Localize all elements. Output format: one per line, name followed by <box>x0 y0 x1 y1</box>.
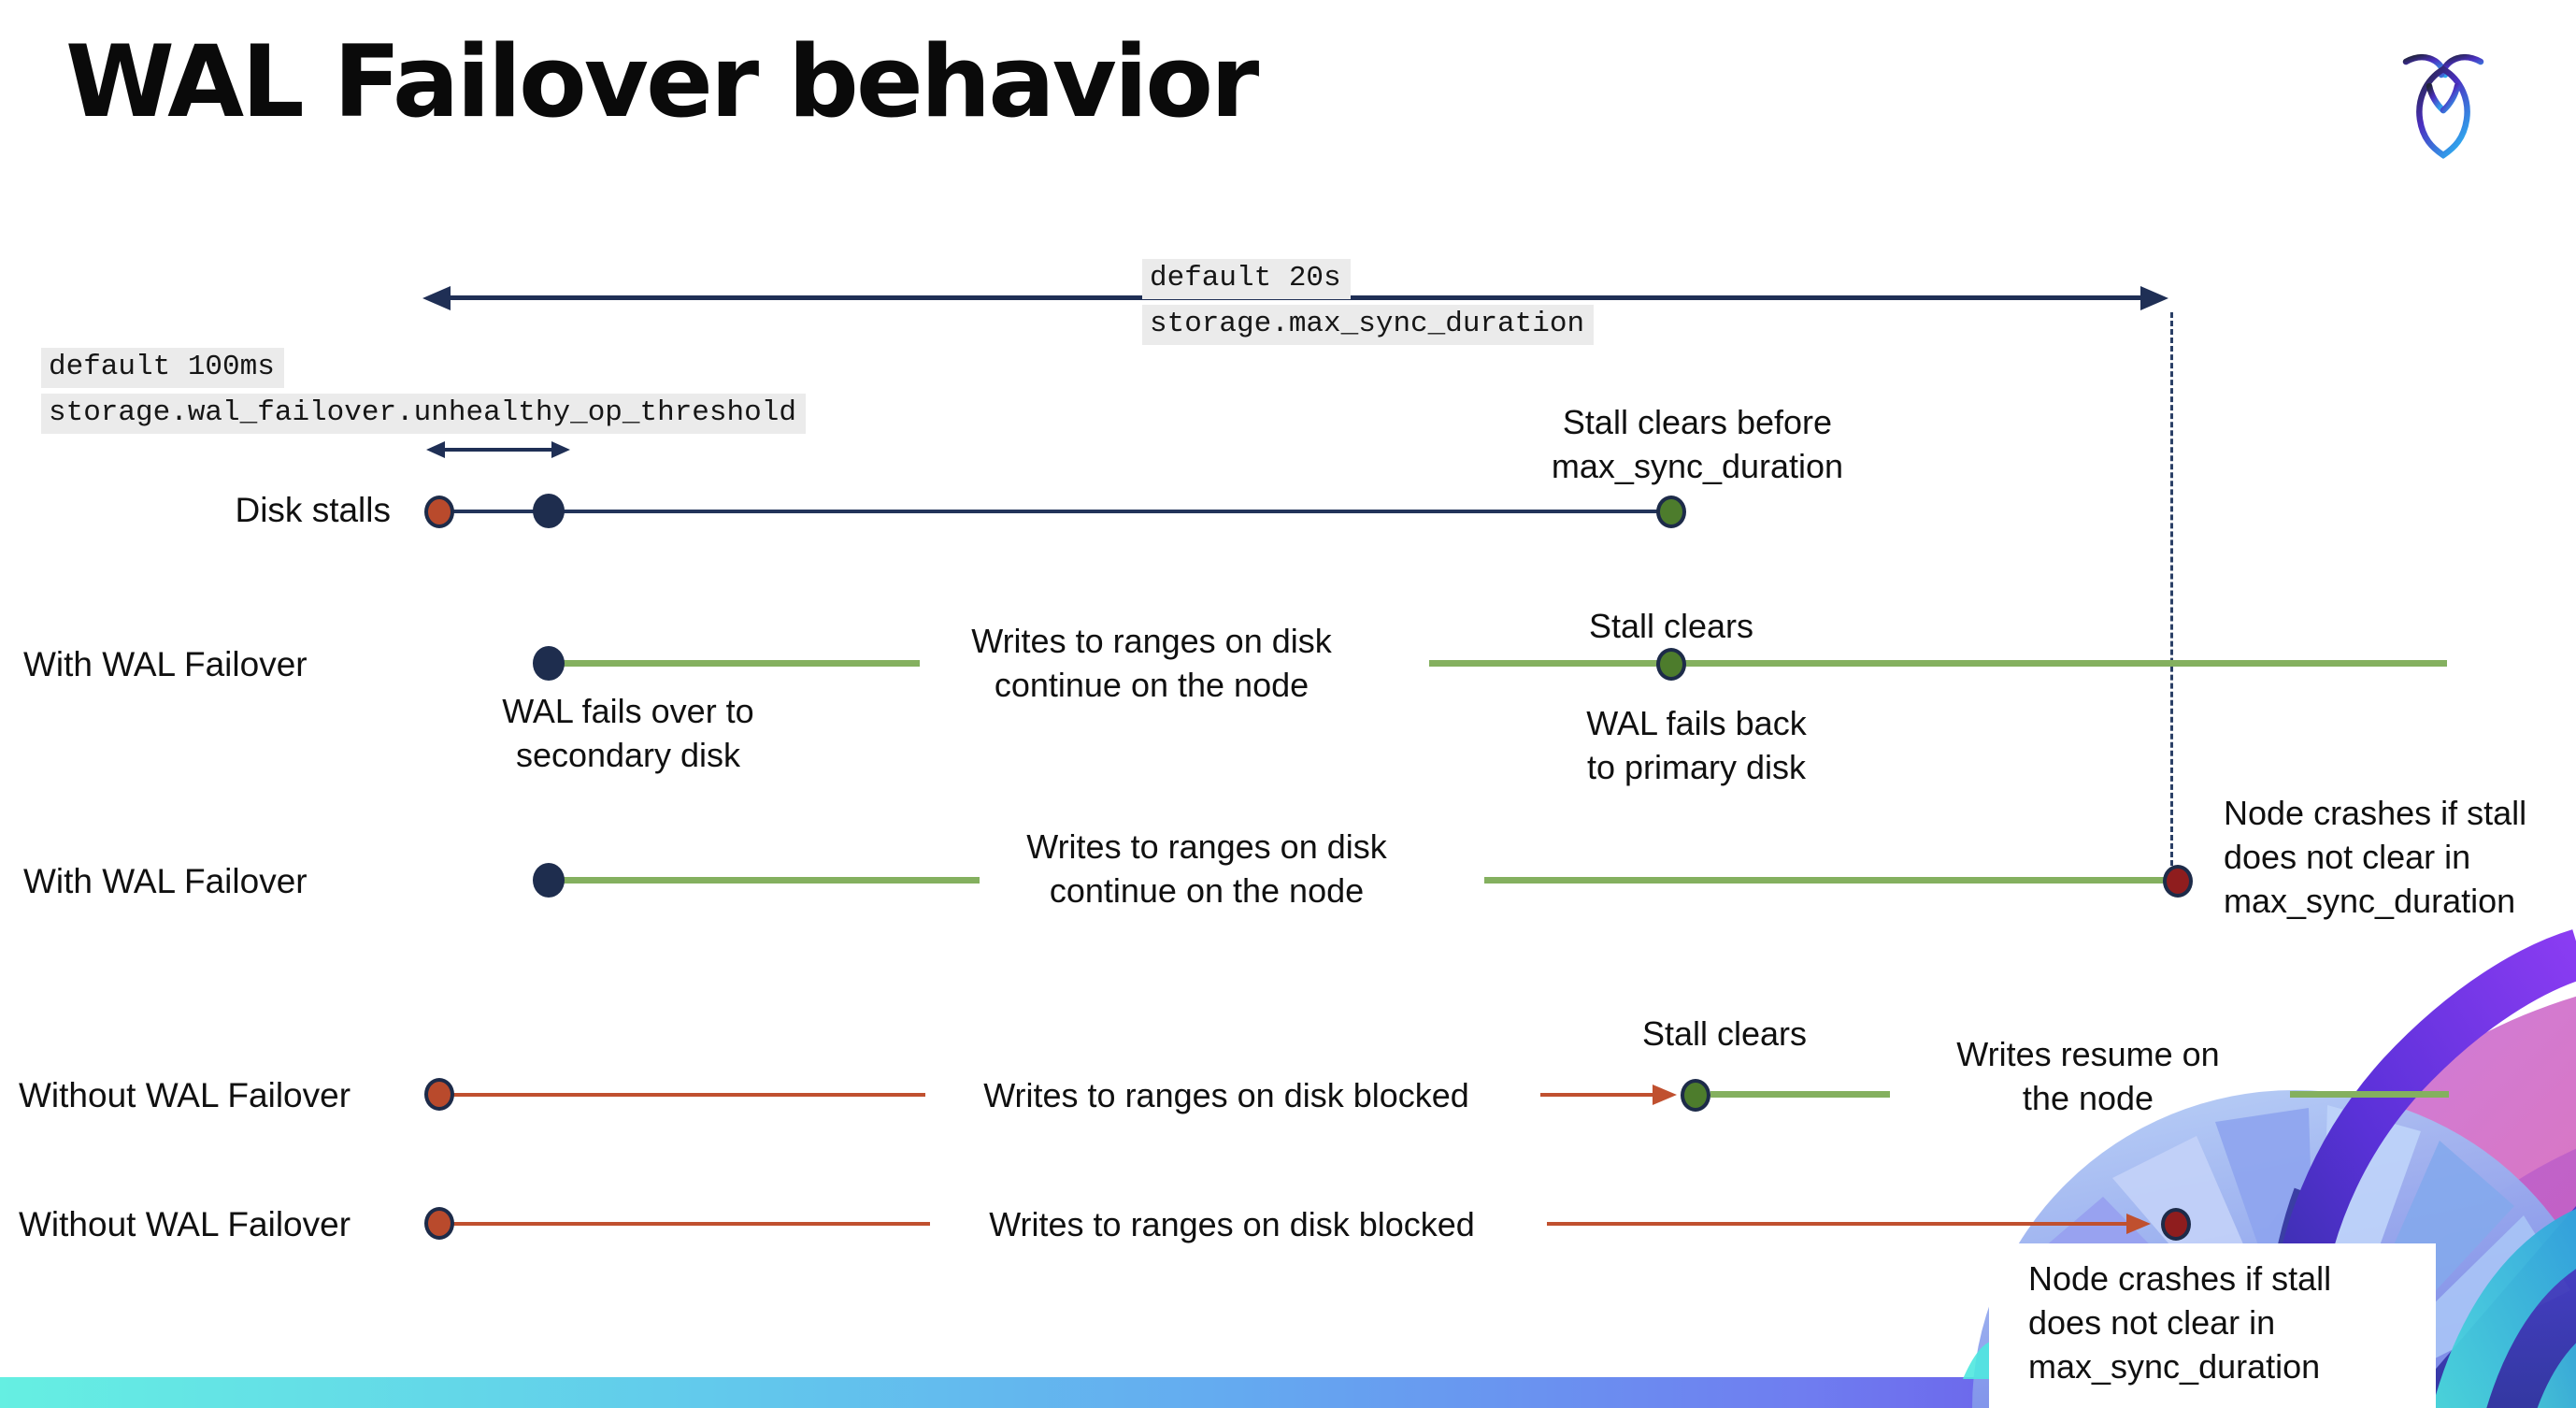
failover-dot-row3 <box>533 863 565 898</box>
note-writes-resume: Writes resume on the node <box>1956 1035 2220 1117</box>
max-sync-default-value: default 20s <box>1142 259 1351 299</box>
max-sync-setting-name: storage.max_sync_duration <box>1142 305 1595 345</box>
failover-dot-row2 <box>533 646 565 681</box>
note-wal-fails-back: WAL fails back to primary disk <box>1586 704 1807 786</box>
row-label-disk-stalls: Disk stalls <box>235 491 391 529</box>
red-arrow-head-row4 <box>1653 1085 1677 1105</box>
max-sync-deadline-dashed-line <box>2170 312 2173 866</box>
unhealthy-op-default-value: default 100ms <box>41 348 284 388</box>
threshold-arrow-left-head <box>426 441 445 458</box>
row-label-without-wal-failover-1: Without WAL Failover <box>19 1076 351 1114</box>
node-crash-dot-row5 <box>2161 1208 2191 1241</box>
max-sync-arrow-right-head <box>2140 286 2168 310</box>
note-writes-blocked-row4: Writes to ranges on disk blocked <box>983 1076 1469 1114</box>
red-line-row5-a <box>451 1222 930 1226</box>
note-writes-continue-row3: Writes to ranges on disk continue on the… <box>1026 827 1387 910</box>
stall-clears-dot-row1 <box>1656 496 1686 528</box>
threshold-arrow-line <box>443 448 553 452</box>
red-arrow-head-row5 <box>2126 1214 2151 1234</box>
red-line-row4-a <box>451 1093 925 1097</box>
stall-clears-dot-row2 <box>1656 648 1686 681</box>
stall-clears-dot-row4 <box>1681 1079 1710 1112</box>
green-line-row4-a <box>1710 1091 1890 1098</box>
page-title: WAL Failover behavior <box>65 24 1259 139</box>
green-line-row3-a <box>561 877 980 884</box>
cockroachdb-logo-icon <box>2402 54 2484 159</box>
unhealthy-op-setting-name: storage.wal_failover.unhealthy_op_thresh… <box>41 394 806 434</box>
row-label-with-wal-failover-2: With WAL Failover <box>23 862 308 900</box>
max-sync-arrow-left-head <box>422 286 451 310</box>
row-label-without-wal-failover-2: Without WAL Failover <box>19 1205 351 1243</box>
green-line-row2-a <box>561 660 920 667</box>
note-writes-continue-row2: Writes to ranges on disk continue on the… <box>971 622 1332 704</box>
node-crash-dot-row3 <box>2163 865 2193 898</box>
note-node-crashes-row5: Node crashes if stall does not clear in … <box>2028 1259 2332 1386</box>
green-line-row4-b <box>2290 1091 2449 1098</box>
green-line-row3-b <box>1484 877 2167 884</box>
note-wal-fails-over: WAL fails over to secondary disk <box>502 692 754 774</box>
note-node-crashes-row3: Node crashes if stall does not clear in … <box>2224 794 2527 920</box>
disk-stall-start-dot <box>424 496 454 528</box>
disk-stall-dot-row4 <box>424 1078 454 1111</box>
disk-stalls-timeline <box>439 510 1671 513</box>
note-stall-clears-before: Stall clears before max_sync_duration <box>1551 403 1844 485</box>
unhealthy-op-threshold-label: default 100ms storage.wal_failover.unhea… <box>41 348 806 434</box>
threshold-reached-dot <box>533 494 565 528</box>
node-crash-callout-box: Node crashes if stall does not clear in … <box>1989 1243 2436 1408</box>
max-sync-duration-label: default 20s storage.max_sync_duration <box>1142 259 1595 345</box>
note-stall-clears-row2: Stall clears <box>1588 607 1754 645</box>
red-line-row5-b <box>1547 1222 2128 1226</box>
note-writes-blocked-row5: Writes to ranges on disk blocked <box>989 1205 1475 1243</box>
row-label-with-wal-failover-1: With WAL Failover <box>23 645 308 683</box>
green-line-row2-b <box>1429 660 2447 667</box>
red-line-row4-b <box>1540 1093 1654 1097</box>
disk-stall-dot-row5 <box>424 1207 454 1240</box>
note-stall-clears-row4: Stall clears <box>1641 1014 1808 1053</box>
threshold-arrow-right-head <box>551 441 570 458</box>
